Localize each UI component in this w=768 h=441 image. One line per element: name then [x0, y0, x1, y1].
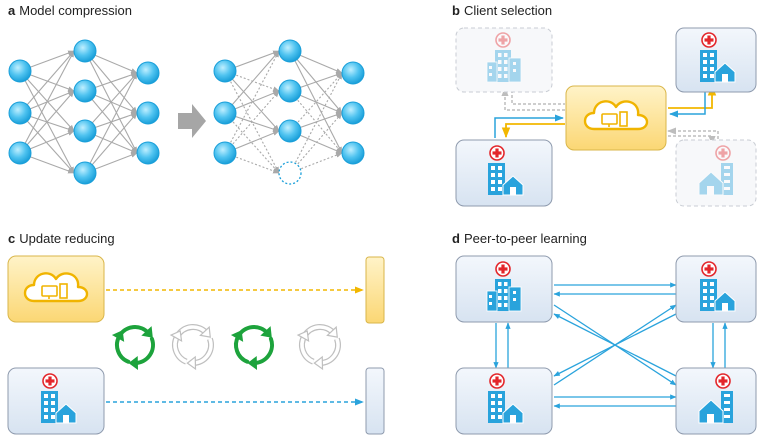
nn-node: [136, 61, 160, 85]
red-cross-icon: [495, 32, 511, 48]
hospital-icon: [698, 373, 733, 424]
red-cross-icon: [715, 373, 731, 389]
cycle-arrow-icon: [230, 325, 274, 370]
link-gray-dashed-2: [501, 87, 565, 111]
nn-node: [278, 119, 302, 143]
nn-node: [73, 161, 97, 185]
hospital-icon: [700, 261, 736, 312]
nn-node: [8, 59, 32, 83]
link-yellow-tr: [668, 84, 717, 109]
p2p-link-diag-4: [553, 313, 677, 377]
nn-edge: [289, 112, 343, 174]
nn-edge: [224, 50, 280, 114]
peer-card-bottomright: [675, 367, 757, 435]
hospital-icon: [486, 32, 522, 83]
cycle-arrow-icon: [296, 324, 341, 371]
nn-node: [278, 39, 302, 63]
panel-d-title: Peer-to-peer learning: [463, 231, 587, 246]
red-cross-icon: [495, 261, 511, 277]
red-cross-icon: [701, 32, 717, 48]
nn-node: [213, 101, 237, 125]
cycle-arrow-icon: [169, 324, 214, 371]
panel-a-letter: a: [8, 3, 16, 18]
nn-edge: [19, 50, 75, 154]
cycle-arrow-icon: [111, 325, 155, 370]
nn-node: [341, 61, 365, 85]
link-blue-bl: [494, 114, 564, 138]
link-yellow-bl: [501, 123, 565, 139]
compression-arrow-icon: [178, 104, 206, 138]
nn-edge: [84, 112, 138, 174]
client-endbar: [365, 367, 385, 435]
nn-edge: [84, 72, 138, 174]
link-blue-tr: [669, 88, 706, 118]
client-card-faded-topleft: [455, 27, 553, 93]
nn-node: [213, 141, 237, 165]
nn-edge: [224, 90, 280, 154]
cloud-server-icon: [583, 100, 649, 131]
panel-a-model-compression: [8, 39, 365, 185]
panel-b-title: Client selection: [463, 3, 553, 18]
red-cross-icon: [489, 145, 505, 161]
panel-d-letter: d: [452, 231, 460, 246]
nn-edge: [224, 70, 280, 132]
panel-c-title: Update reducing: [19, 231, 115, 246]
nn-edge: [289, 72, 343, 132]
nn-node: [8, 101, 32, 125]
panel-a-title: Model compression: [19, 3, 132, 18]
panel-b-letter: b: [452, 3, 460, 18]
red-cross-icon: [715, 145, 731, 161]
red-cross-icon: [489, 373, 505, 389]
nn-edge: [19, 50, 75, 114]
hospital-icon: [698, 145, 733, 196]
link-gray-dashed-4: [667, 127, 719, 144]
nn-node: [341, 101, 365, 125]
red-cross-icon: [701, 261, 717, 277]
nn-node: [136, 141, 160, 165]
nn-edge: [19, 90, 75, 154]
nn-node: [73, 119, 97, 143]
nn-edge: [19, 112, 75, 174]
nn-node: [73, 79, 97, 103]
cloud-server-icon: [23, 272, 89, 303]
client-card-faded-bottomright: [675, 139, 757, 207]
nn-node: [8, 141, 32, 165]
hospital-icon: [486, 261, 522, 312]
icon-layer: [23, 32, 736, 424]
hospital-icon: [488, 145, 524, 196]
nn-node: [341, 141, 365, 165]
nn-node: [73, 39, 97, 63]
nn-node-removed: [278, 161, 302, 185]
nn-edge: [224, 112, 280, 174]
red-cross-icon: [42, 373, 58, 389]
server-endbar: [365, 256, 385, 324]
nn-node: [213, 59, 237, 83]
panel-c-letter: c: [8, 231, 16, 246]
nn-node: [278, 79, 302, 103]
nn-node: [136, 101, 160, 125]
hospital-icon: [488, 373, 524, 424]
hospital-icon: [41, 373, 77, 424]
hospital-icon: [700, 32, 736, 83]
nn-edge: [224, 50, 280, 154]
nn-edge: [289, 72, 343, 174]
nn-edge: [84, 72, 138, 132]
